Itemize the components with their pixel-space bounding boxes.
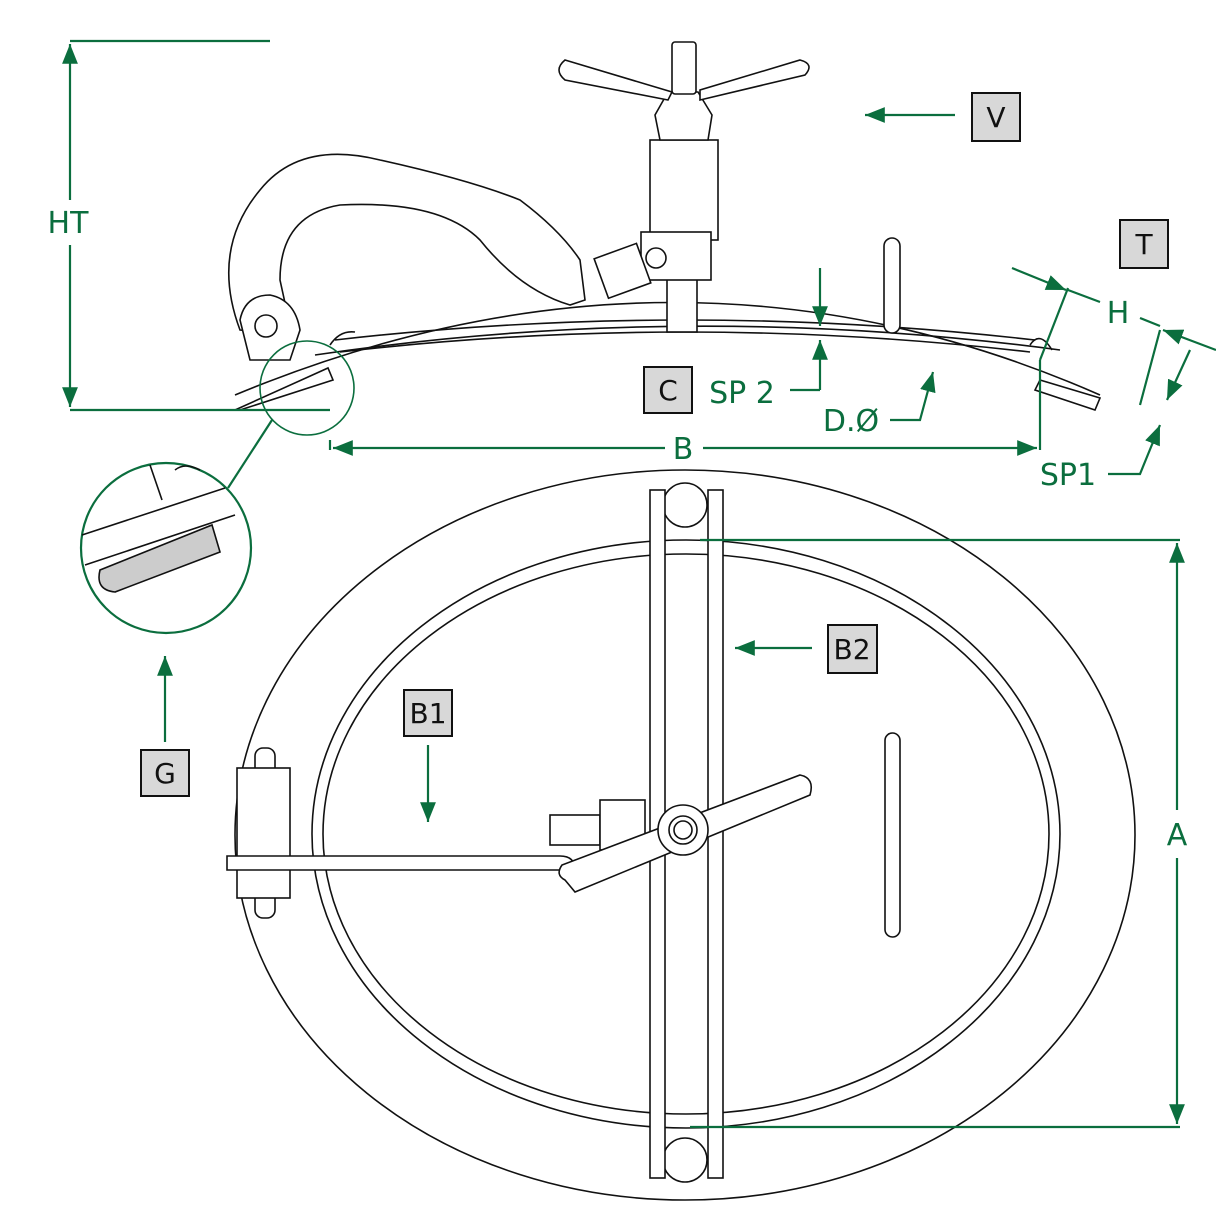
callouts: V T C B2 B1 G bbox=[140, 92, 1169, 822]
slot bbox=[884, 732, 901, 938]
handle-post bbox=[883, 237, 901, 334]
dim-sp2: SP 2 bbox=[709, 376, 775, 411]
callout-v: V bbox=[986, 101, 1005, 134]
dim-sp1: SP1 bbox=[1040, 458, 1096, 493]
dimensions: HT B SP 2 D.Ø H SP1 A bbox=[48, 39, 1216, 1129]
t-handle-right bbox=[699, 59, 810, 102]
plan-view bbox=[226, 469, 1136, 1201]
dim-h: H bbox=[1107, 296, 1130, 331]
right-flange bbox=[1033, 379, 1102, 411]
dim-b: B bbox=[673, 432, 694, 467]
hinge-arm bbox=[226, 855, 576, 871]
cover-inner bbox=[322, 553, 1050, 1115]
dim-ht: HT bbox=[48, 206, 90, 241]
cover-rim bbox=[311, 539, 1061, 1129]
hub bbox=[657, 804, 709, 856]
outer-flange bbox=[234, 469, 1136, 1201]
callout-c: C bbox=[658, 374, 678, 407]
screw-block bbox=[649, 139, 719, 241]
dim-d: D.Ø bbox=[823, 404, 879, 439]
lifting-arm bbox=[227, 153, 586, 336]
side-view bbox=[227, 41, 1102, 436]
dim-a: A bbox=[1167, 818, 1188, 853]
callout-g: G bbox=[154, 757, 176, 790]
screw-nut bbox=[640, 231, 712, 281]
detail-circle-small bbox=[259, 340, 355, 436]
detail-g bbox=[79, 419, 273, 635]
hinge bbox=[236, 767, 291, 899]
callout-b2: B2 bbox=[833, 633, 870, 666]
callout-b1: B1 bbox=[409, 697, 446, 730]
callout-t: T bbox=[1134, 228, 1153, 261]
t-handle-left bbox=[558, 59, 674, 101]
